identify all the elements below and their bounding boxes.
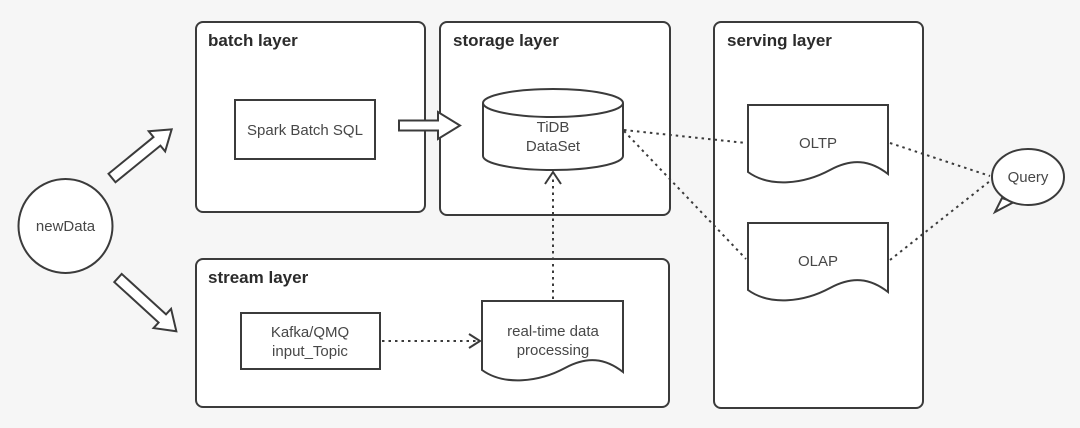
new-data-circle: [17, 178, 114, 274]
node-query: Query: [991, 148, 1065, 215]
olap-label: OLAP: [798, 253, 838, 270]
batch-layer-title: batch layer: [208, 31, 298, 50]
query-label: Query: [1008, 169, 1049, 186]
node-kafka-topic: Kafka/QMQ input_Topic: [240, 312, 381, 370]
stream-layer-title: stream layer: [208, 268, 309, 287]
block-arrow-newdata-to-batch-icon: [107, 128, 174, 184]
edge-olap-to-query: [889, 180, 991, 261]
node-oltp: OLTP: [747, 104, 889, 184]
block-arrow-spark-to-tidb-icon: [398, 110, 462, 141]
node-olap: OLAP: [747, 222, 889, 302]
arrowhead-right-icon: [468, 333, 482, 349]
tidb-label-line1: TiDB: [537, 119, 570, 136]
query-bubble: [991, 148, 1065, 206]
kafka-topic-box: [240, 312, 381, 370]
storage-layer-title: storage layer: [453, 31, 559, 50]
node-realtime-processing: real-time data processing: [481, 300, 624, 382]
realtime-label-line1: real-time data: [507, 323, 599, 340]
serving-layer-box: [713, 21, 924, 409]
edge-realtime-to-tidb: [544, 170, 562, 299]
spark-batch-sql-box: [234, 99, 376, 160]
tidb-label-line2: DataSet: [526, 138, 581, 155]
block-arrow-newdata-to-stream-icon: [112, 272, 178, 333]
edge-oltp-to-query: [889, 142, 991, 177]
layer-serving: serving layer: [713, 21, 924, 409]
node-new-data: newData: [17, 178, 114, 274]
edge-tidb-to-oltp: [623, 129, 747, 144]
kafka-label-line1: Kafka/QMQ: [271, 324, 349, 341]
kafka-label-line2: input_Topic: [272, 343, 348, 360]
arrowhead-up-icon: [544, 170, 562, 185]
edge-kafka-to-realtime: [382, 333, 482, 349]
oltp-label: OLTP: [799, 135, 837, 152]
realtime-label-line2: processing: [517, 342, 590, 359]
node-tidb-dataset: TiDB DataSet: [482, 88, 624, 171]
tidb-cylinder-rim: [482, 102, 624, 118]
node-spark-batch-sql: Spark Batch SQL: [234, 99, 376, 160]
new-data-label: newData: [36, 218, 96, 235]
tidb-cylinder: [482, 88, 624, 171]
olap-document: [747, 222, 889, 302]
serving-layer-title: serving layer: [727, 31, 832, 50]
oltp-document: [747, 104, 889, 184]
spark-batch-sql-label: Spark Batch SQL: [247, 122, 363, 139]
realtime-document: [481, 300, 624, 382]
